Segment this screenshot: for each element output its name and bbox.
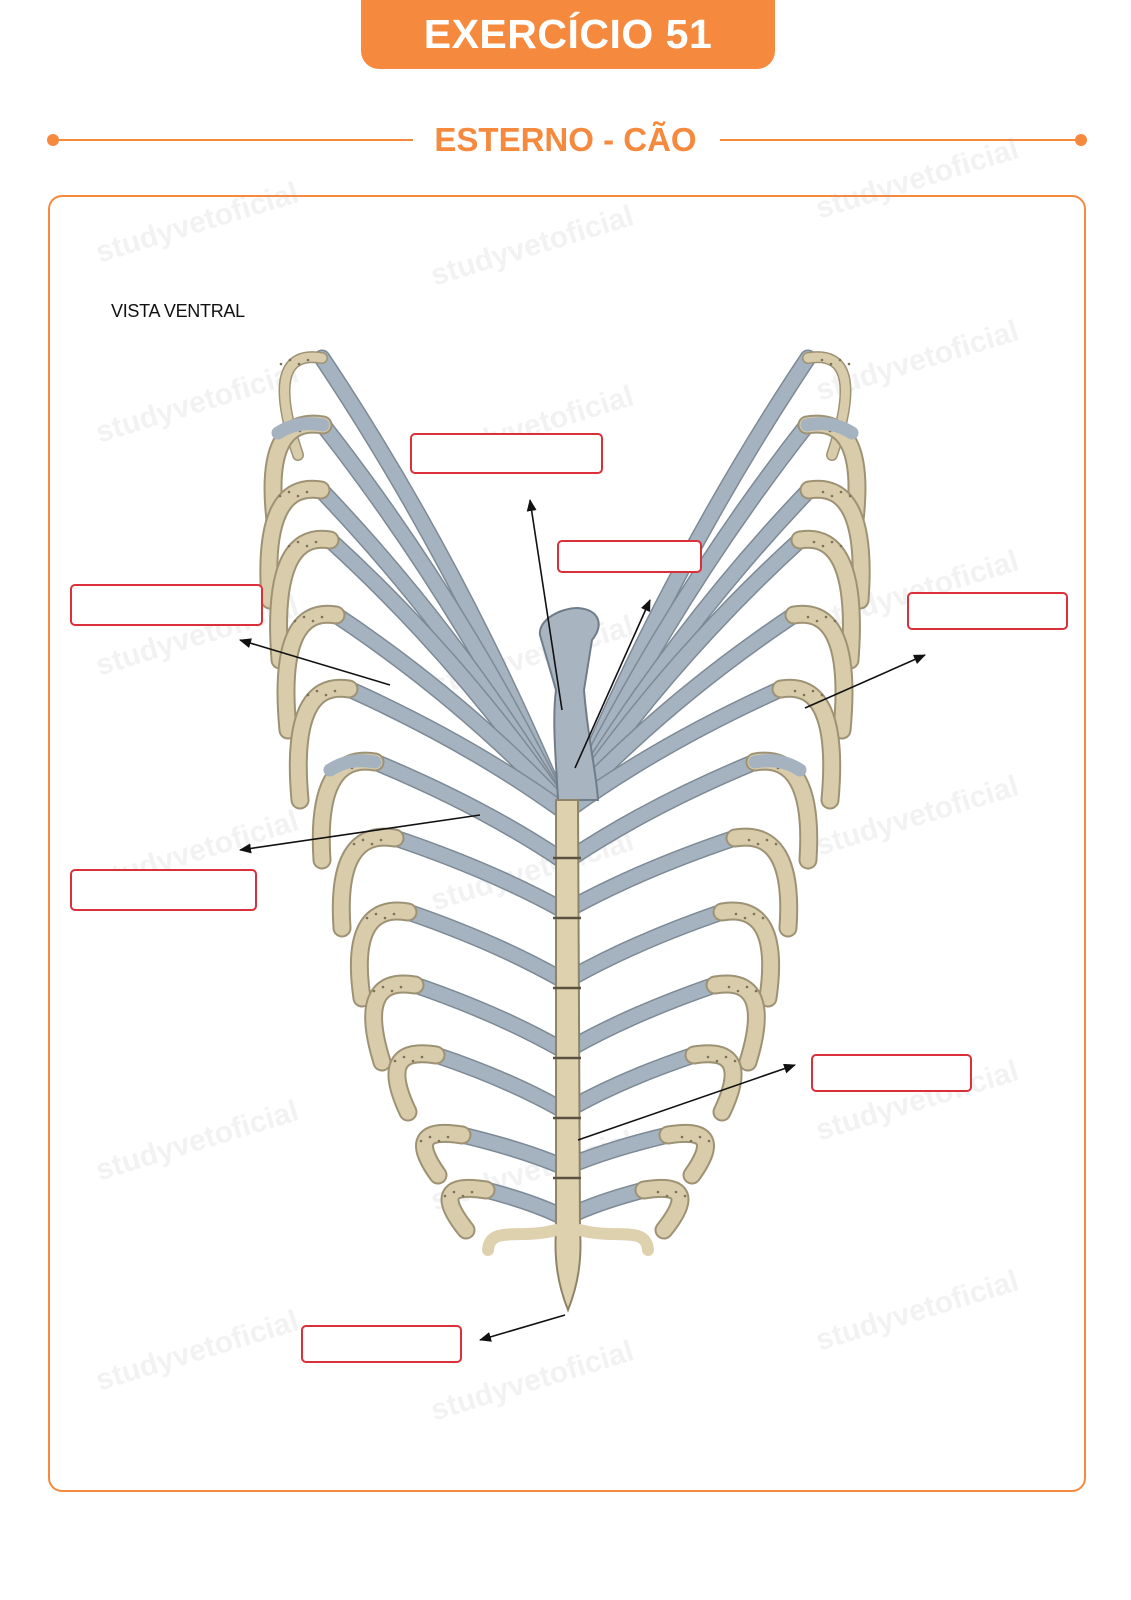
rib-left [415, 1123, 568, 1185]
title-row: ESTERNO - CÃO [0, 115, 1131, 165]
watermark-text: studyvetoficial [812, 1264, 1023, 1357]
answer-box-5[interactable] [70, 869, 257, 911]
arrow-icon [526, 499, 563, 711]
title-right-dot-icon [1075, 134, 1087, 146]
page-title: ESTERNO - CÃO [434, 121, 697, 158]
answer-box-3[interactable] [70, 584, 263, 626]
answer-box-1[interactable] [410, 433, 603, 474]
arrow-icon [479, 1314, 566, 1342]
view-label: VISTA VENTRAL [111, 301, 245, 321]
rib-left [331, 827, 568, 938]
title-left-line [53, 139, 413, 141]
rib-right [562, 1178, 690, 1240]
arrow-icon [239, 638, 391, 686]
rib-right [562, 604, 854, 811]
answer-box-4[interactable] [907, 592, 1068, 630]
rib-left [364, 974, 568, 1072]
manubrium [538, 606, 600, 801]
answer-box-2[interactable] [557, 540, 702, 573]
rib-left [276, 604, 568, 811]
watermark-text: studyvetoficial [812, 132, 1023, 225]
watermark-text: studyvetoficial [92, 1304, 303, 1397]
rib-right [562, 974, 766, 1072]
rib-right [562, 901, 781, 1008]
diagram-frame [48, 195, 1086, 1492]
rib-right [562, 827, 799, 938]
exercise-badge: EXERCÍCIO 51 [361, 0, 775, 69]
sternebrae [554, 799, 582, 1313]
title-right-line [720, 139, 1080, 141]
rib-left [349, 901, 568, 1008]
arrow-icon [574, 599, 651, 769]
sternum-layer [482, 606, 654, 1313]
arrow-icon [239, 814, 481, 854]
watermark-text: studyvetoficial [812, 769, 1023, 862]
arrow-icon [804, 654, 926, 709]
rib-left [440, 1178, 568, 1240]
watermark-text: studyvetoficial [92, 1094, 303, 1187]
rib-layer [259, 349, 871, 1240]
rib-right [562, 751, 819, 870]
watermark-text: studyvetoficial [427, 199, 638, 292]
rib-right [562, 1044, 743, 1122]
watermark-text: studyvetoficial [92, 176, 303, 269]
watermark-text: studyvetoficial [92, 356, 303, 449]
rib-left [387, 1044, 568, 1122]
exercise-label: EXERCÍCIO 51 [423, 11, 713, 57]
answer-box-7[interactable] [301, 1325, 462, 1363]
arrow-icon [577, 1063, 796, 1141]
xiphoid-ribs [482, 1224, 654, 1256]
rib-left [288, 678, 568, 817]
rib-left [311, 751, 568, 870]
arrow-layer [239, 499, 926, 1342]
answer-box-6[interactable] [811, 1054, 972, 1092]
